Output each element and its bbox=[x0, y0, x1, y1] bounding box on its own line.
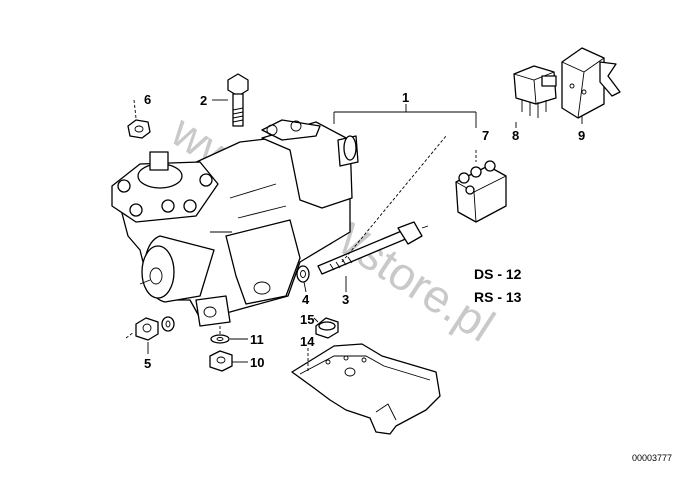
nut-lower-left bbox=[125, 316, 175, 341]
callout-3: 3 bbox=[342, 292, 349, 307]
long-bolt bbox=[317, 221, 429, 275]
legend-ds: DS - 12 bbox=[474, 266, 522, 282]
callout-8: 8 bbox=[512, 128, 519, 143]
washer-4 bbox=[296, 265, 310, 283]
callout-4: 4 bbox=[302, 292, 310, 307]
switch-7 bbox=[455, 160, 507, 223]
legend-rs: RS - 13 bbox=[474, 289, 522, 305]
washer-11 bbox=[210, 334, 230, 344]
bolt-vertical bbox=[227, 73, 249, 127]
steering-gear-box bbox=[111, 119, 359, 327]
document-number: 00003777 bbox=[632, 453, 672, 463]
callout-5: 5 bbox=[144, 356, 151, 371]
nut-15 bbox=[315, 317, 339, 339]
nut-top bbox=[127, 99, 151, 139]
callout-1-bracket bbox=[333, 104, 477, 263]
leader-lines bbox=[147, 99, 583, 372]
callout-2: 2 bbox=[200, 93, 207, 108]
callout-9: 9 bbox=[578, 128, 585, 143]
callout-11: 11 bbox=[250, 332, 264, 347]
callout-6: 6 bbox=[144, 92, 151, 107]
callout-15: 15 bbox=[300, 312, 314, 327]
callout-1: 1 bbox=[402, 90, 409, 105]
steering-shield bbox=[291, 343, 441, 435]
nut-10 bbox=[209, 350, 233, 372]
relay-8 bbox=[513, 65, 557, 118]
callout-7: 7 bbox=[482, 128, 489, 143]
callout-14: 14 bbox=[300, 334, 315, 349]
callout-10: 10 bbox=[250, 355, 264, 370]
relay-bracket-9 bbox=[561, 47, 621, 119]
